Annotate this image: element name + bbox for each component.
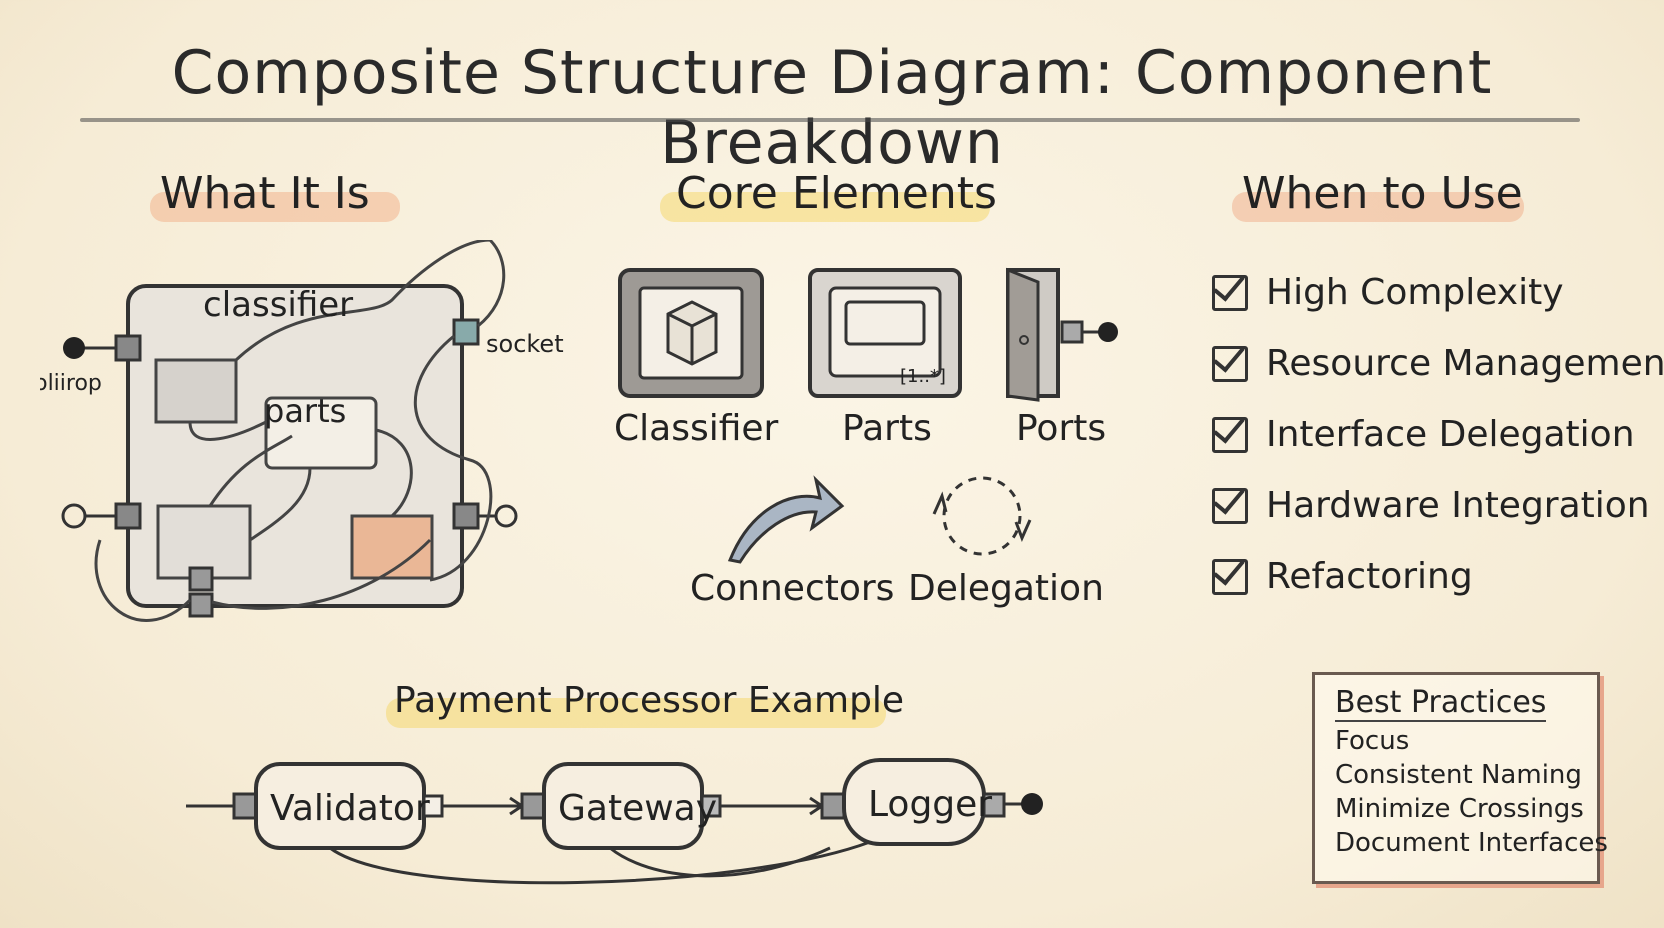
best-practice-item: Minimize Crossings bbox=[1335, 794, 1584, 824]
checkbox-icon bbox=[1212, 487, 1248, 524]
checklist-item: High Complexity bbox=[1212, 272, 1664, 313]
port-square bbox=[114, 502, 142, 530]
core-delegation-label: Delegation bbox=[908, 568, 1104, 609]
what-it-is-diagram: classifier parts socket loliirop bbox=[40, 240, 564, 622]
heading-highlight bbox=[150, 192, 400, 222]
port-square bbox=[452, 318, 480, 346]
what-it-is-heading: What It Is bbox=[160, 168, 370, 219]
gateway-label: Gateway bbox=[558, 788, 717, 829]
when-to-use-list: High Complexity Resource Management Inte… bbox=[1212, 272, 1664, 597]
core-elements-icons: [1..*] bbox=[618, 267, 1118, 402]
port-square bbox=[452, 502, 480, 530]
core-connectors-label: Connectors bbox=[690, 568, 895, 609]
checklist-item: Resource Management bbox=[1212, 343, 1664, 384]
when-to-use-heading: When to Use bbox=[1242, 168, 1523, 219]
checkbox-icon bbox=[1212, 558, 1248, 595]
validator-label: Validator bbox=[270, 788, 430, 829]
logger-label: Logger bbox=[868, 784, 992, 825]
checkbox-icon bbox=[1212, 416, 1248, 453]
arrow-icon bbox=[727, 475, 845, 564]
heading-highlight bbox=[386, 698, 886, 728]
socket-interface bbox=[61, 503, 87, 529]
core-ports-label: Ports bbox=[1016, 408, 1107, 449]
best-practice-item: Consistent Naming bbox=[1335, 760, 1582, 790]
port-square bbox=[188, 566, 214, 592]
checkbox-icon bbox=[1212, 345, 1248, 382]
example-diagram: Validator Gateway Logger bbox=[186, 758, 1043, 885]
classifier-label: classifier bbox=[203, 285, 353, 325]
example-heading: Payment Processor Example bbox=[394, 680, 905, 721]
core-elements-heading: Core Elements bbox=[676, 168, 997, 219]
lollipop-label: loliirop bbox=[40, 371, 102, 396]
port-square bbox=[114, 334, 142, 362]
core-classifier-label: Classifier bbox=[614, 408, 779, 449]
heading-highlight bbox=[1232, 192, 1524, 222]
part-box bbox=[156, 504, 252, 580]
lollipop-interface bbox=[63, 337, 85, 359]
checkbox-icon bbox=[1212, 274, 1248, 311]
checklist-item: Refactoring bbox=[1212, 556, 1664, 597]
parts-box bbox=[264, 396, 378, 470]
best-practice-item: Document Interfaces bbox=[1335, 828, 1608, 858]
multiplicity-label: [1..*] bbox=[900, 366, 946, 387]
connector-delegation-icons bbox=[727, 475, 1032, 564]
cycle-arrows-icon bbox=[942, 476, 1022, 556]
checklist-item: Interface Delegation bbox=[1212, 414, 1664, 455]
core-parts-label: Parts bbox=[842, 408, 932, 449]
best-practices-title: Best Practices bbox=[1335, 685, 1547, 722]
part-box bbox=[350, 514, 434, 580]
page-title: Composite Structure Diagram: Component B… bbox=[171, 38, 1493, 178]
socket-label: socket bbox=[486, 330, 564, 358]
title-underline bbox=[80, 118, 1580, 122]
checklist-item: Hardware Integration bbox=[1212, 485, 1664, 526]
parts-label: parts bbox=[264, 392, 346, 430]
best-practices-box: Best Practices Focus Consistent Naming M… bbox=[1312, 672, 1608, 884]
best-practice-item: Focus bbox=[1335, 726, 1410, 756]
socket-interface bbox=[494, 504, 518, 528]
part-box bbox=[154, 358, 238, 424]
port-square bbox=[188, 592, 214, 618]
heading-highlight bbox=[660, 192, 990, 222]
